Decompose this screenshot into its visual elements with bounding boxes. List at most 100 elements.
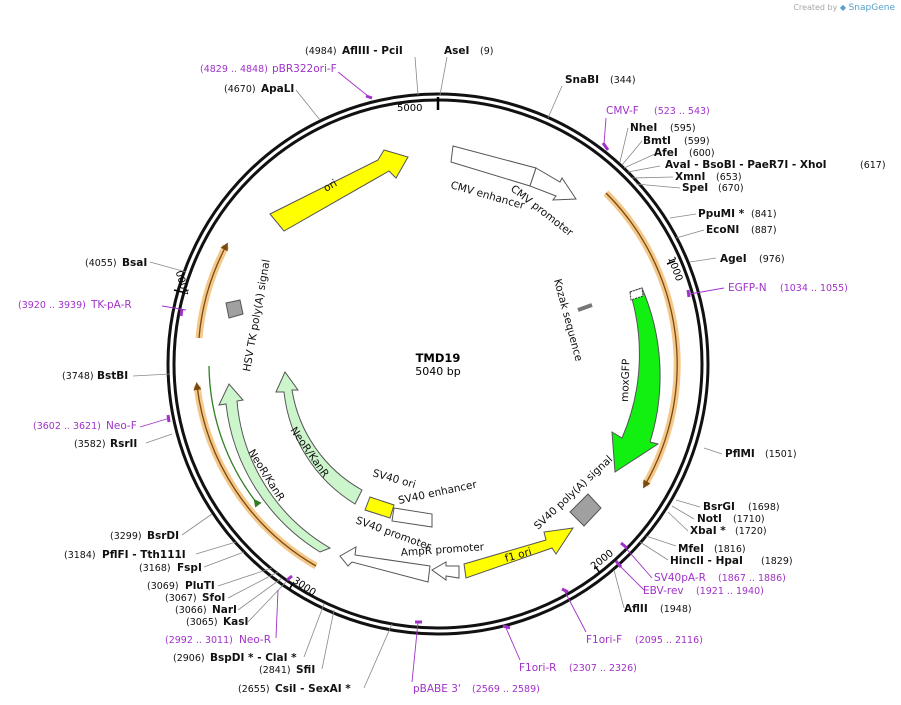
tick-1000 [666,260,676,265]
feature-sv40-polya [569,493,602,527]
site-pos-kasI: (3065) [186,617,218,628]
site-pos-ecoNI: (887) [751,225,777,236]
primer-pos-egfp-n: (1034 .. 1055) [780,283,848,294]
feature-cmv-enhancer [450,145,537,187]
feature-label-ampr-promoter: AmpR promoter [400,541,485,559]
site-pos-bspDI-claI: (2906) [173,653,205,664]
site-aseI: AseI [444,45,469,57]
orf-arc-tk [195,244,230,339]
site-bmtI: BmtI [643,135,671,147]
primer-egfp-n: EGFP-N [728,282,767,294]
site-connectors [132,56,723,689]
primer-neo-f: Neo-F [106,420,137,432]
site-pos-ageI: (976) [759,254,785,265]
feature-ampr-promoter [431,561,460,581]
feature-label-neo-inner: NeoR/KanR [288,425,331,480]
site-pos-snaBI: (344) [610,75,636,86]
primer-pos-sv40pa-r: (1867 .. 1886) [718,573,786,584]
site-afeI: AfeI [654,147,678,159]
site-ageI: AgeI [720,253,747,265]
site-pos-pflMI: (1501) [765,449,797,460]
site-pos-avaI-group: (617) [860,160,886,171]
site-pluTI: PluTI [185,580,215,592]
site-pos-hincII-hpaI: (1829) [761,556,793,567]
site-pos-rsrII: (3582) [74,439,106,450]
feature-kozak-marker [577,303,593,312]
site-xbaI: XbaI * [690,525,726,537]
primer-pbr322ori-f: pBR322ori-F [272,63,337,75]
feature-cmv-promoter [529,167,577,201]
orf-arrow-neo-outer [193,382,317,567]
site-pos-sfoI: (3067) [165,593,197,604]
plasmid-name: TMD19 [416,351,461,365]
feature-sv40-promoter [339,546,431,583]
feature-hsv-tk-polya [225,299,244,319]
feature-neo-outer-arrow [218,383,332,553]
site-kasI: KasI [223,616,248,628]
primer-pos-tk-pa-r: (3920 .. 3939) [18,300,86,311]
snapgene-credit: Created by ◆ SnapGene [793,3,895,13]
primer-pos-f1ori-f: (2095 .. 2116) [635,635,703,646]
primer-f1ori-r: F1ori-R [519,662,556,674]
primer-sv40pa-r: SV40pA-R [654,572,706,584]
primer-pos-pbabe3: (2569 .. 2589) [472,684,540,695]
feature-f1-ori-arrow [463,527,575,579]
feature-label-hsv-tk: HSV TK poly(A) signal [241,258,273,372]
feature-label-sv40-polya: SV40 poly(A) signal [532,453,615,532]
site-bsrGI: BsrGI [703,501,735,513]
site-pos-pflFI: (3184) [64,550,96,561]
tick-label-5000: 5000 [397,103,422,114]
site-pos-aflII: (1948) [660,604,692,615]
site-pos-xmnI: (653) [716,172,742,183]
feature-sv40-enhancer [391,507,433,528]
site-pos-bsaI: (4055) [85,258,117,269]
site-mfeI: MfeI [678,543,704,555]
site-aflIII-pciI: AflIII - PciI [342,45,403,57]
primer-neo-r: Neo-R [239,634,271,646]
site-pos-bsrDI: (3299) [110,531,142,542]
site-avaI-group: AvaI - BsoBI - PaeR7I - XhoI [665,159,827,171]
primer-tk-pa-r: TK-pA-R [90,299,132,311]
site-pos-apaLI: (4670) [224,84,256,95]
site-ecoNI: EcoNI [706,224,739,236]
primer-ebv-rev: EBV-rev [643,585,684,597]
credit-brand: SnapGene [848,3,895,13]
site-aflII: AflII [624,603,648,615]
site-pos-xbaI: (1720) [735,526,767,537]
site-nheI: NheI [630,122,657,134]
feature-neo-inner-arrow [275,371,363,505]
site-pos-afeI: (600) [689,148,715,159]
site-pos-pluTI: (3069) [147,581,179,592]
site-pos-bstBI: (3748) [62,371,94,382]
site-rsrII: RsrII [110,438,137,450]
feature-moxgfp-start [629,287,644,301]
site-pos-bsrGI: (1698) [748,502,780,513]
site-pos-fspI: (3168) [139,563,171,574]
primer-connectors [139,71,725,683]
feature-label-sv40-ori: SV40 ori [371,467,417,491]
site-pos-mfeI: (1816) [714,544,746,555]
site-sfoI: SfoI [202,592,225,604]
site-pos-nheI: (595) [670,123,696,134]
credit-prefix: Created by [793,3,838,12]
site-ppuMI: PpuMI * [698,208,745,220]
site-pos-csiI-sexAI: (2655) [238,684,270,695]
site-bspDI-claI: BspDI * - ClaI * [210,652,297,664]
plasmid-length: 5040 bp [415,365,460,378]
site-bsaI: BsaI [122,257,147,269]
backbone-outer-strand [166,92,710,636]
site-pos-aflIII-pciI: (4984) [305,46,337,57]
snapgene-logo-icon: ◆ [839,3,847,12]
site-hincII-hpaI: HincII - HpaI [670,555,743,567]
site-pos-notI: (1710) [733,514,765,525]
primer-pos-ebv-rev: (1921 .. 1940) [696,586,764,597]
site-fspI: FspI [177,562,202,574]
site-csiI-sexAI: CsiI - SexAI * [275,683,351,695]
site-pos-narI: (3066) [175,605,207,616]
site-pos-sfiI: (2841) [259,665,291,676]
feature-label-kozak: Kozak sequence [551,278,585,363]
site-speI: SpeI [682,182,708,194]
site-sfiI: SfiI [296,664,315,676]
tick-3000 [288,582,294,591]
